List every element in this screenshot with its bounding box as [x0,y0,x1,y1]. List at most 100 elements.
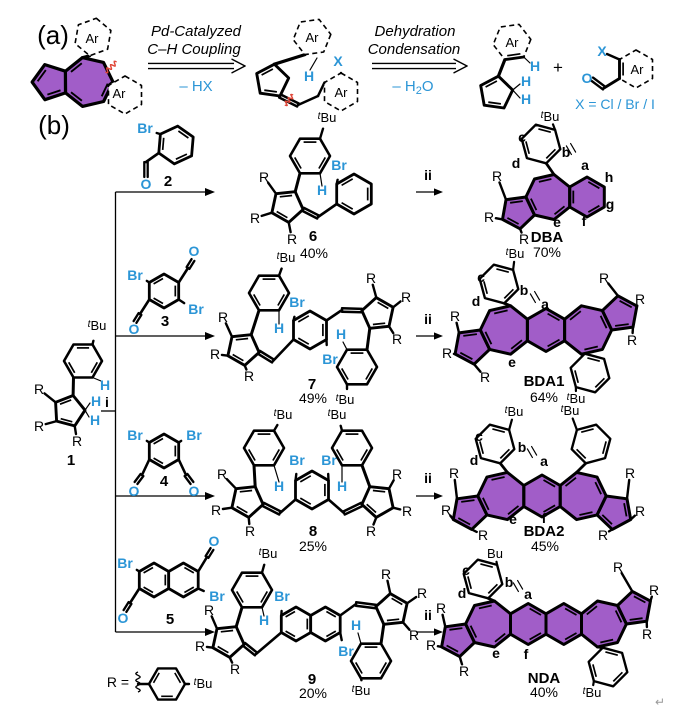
svg-text:H: H [317,182,327,198]
svg-text:25%: 25% [299,538,327,554]
svg-text:Pd-Catalyzed: Pd-Catalyzed [151,23,242,40]
svg-text:R: R [599,270,609,286]
svg-text:C–H Coupling: C–H Coupling [147,41,241,58]
svg-text:R: R [627,332,637,348]
svg-text:X: X [333,53,343,69]
svg-text:ii: ii [424,607,432,623]
svg-text:Br: Br [322,351,338,367]
svg-text:Br: Br [188,301,204,317]
svg-text:Condensation: Condensation [368,41,461,58]
svg-text:R: R [635,503,645,519]
svg-text:H: H [259,612,269,628]
svg-text:R: R [245,523,255,539]
svg-text:R: R [217,466,227,482]
svg-text:Br: Br [289,452,305,468]
svg-text:Ar: Ar [113,86,127,101]
svg-text:i: i [105,394,109,410]
svg-text:R: R [381,566,391,582]
svg-text:c: c [477,269,485,285]
svg-text:6: 6 [309,228,317,245]
svg-text:Br: Br [127,427,143,443]
svg-text:3: 3 [161,313,169,330]
svg-text:64%: 64% [530,389,558,405]
svg-text:tBu: tBu [259,546,278,561]
svg-text:R: R [210,346,220,362]
svg-text:– HX: – HX [179,78,212,95]
svg-text:H: H [274,320,284,336]
svg-text:tBu: tBu [274,407,293,422]
svg-text:70%: 70% [533,244,561,260]
svg-text:H: H [304,68,314,84]
svg-text:R: R [259,169,269,185]
svg-text:R: R [519,231,529,247]
svg-text:R: R [409,627,419,643]
svg-text:O: O [129,321,140,337]
svg-text:(b): (b) [38,110,70,140]
svg-text:a: a [540,453,548,469]
svg-text:Br: Br [186,427,202,443]
svg-text:R: R [287,231,297,247]
svg-text:Dehydration: Dehydration [375,23,456,40]
svg-text:a: a [524,586,532,602]
svg-text:1: 1 [67,452,75,469]
svg-text:R: R [218,309,228,325]
svg-text:20%: 20% [299,685,327,701]
svg-text:R: R [613,559,623,575]
svg-text:H: H [100,377,110,393]
svg-text:b: b [520,282,529,298]
svg-text:O: O [189,483,200,499]
svg-text:R: R [449,465,459,481]
svg-text:R: R [72,433,82,449]
svg-text:R: R [34,418,44,434]
svg-text:tBu: tBu [336,392,355,407]
svg-text:tBu: tBu [583,685,602,700]
svg-text:Ar: Ar [86,31,100,46]
svg-text:Br: Br [338,643,354,659]
svg-text:5: 5 [166,611,174,628]
svg-text:O: O [118,610,129,626]
svg-text:R: R [417,585,427,601]
svg-text:R: R [366,523,376,539]
svg-text:Ar: Ar [506,35,520,50]
svg-text:R: R [478,527,488,543]
svg-text:c: c [462,562,470,578]
svg-text:O: O [189,243,200,259]
svg-text:Ar: Ar [335,85,349,100]
svg-text:b: b [505,574,514,590]
svg-text:c: c [475,428,483,444]
svg-text:R: R [402,503,412,519]
svg-text:R: R [625,465,635,481]
svg-text:49%: 49% [299,390,327,406]
svg-text:R: R [366,270,376,286]
svg-text:Br: Br [274,588,290,604]
svg-text:tBu: tBu [505,404,524,419]
svg-text:4: 4 [160,473,169,490]
svg-text:H: H [91,393,101,409]
svg-text:tBu: tBu [194,676,213,691]
svg-text:g: g [606,196,615,212]
svg-text:e: e [492,645,500,661]
svg-text:O: O [129,483,140,499]
svg-text:BDA1: BDA1 [524,373,565,390]
svg-text:ii: ii [424,470,432,486]
svg-text:R: R [635,291,645,307]
svg-text:O: O [582,70,593,86]
svg-text:R: R [459,663,469,679]
svg-text:R: R [211,502,221,518]
svg-text:H: H [274,478,284,494]
svg-text:h: h [605,169,614,185]
svg-text:R: R [204,602,214,618]
svg-text:R: R [392,331,402,347]
svg-text:H: H [336,326,346,342]
svg-text:e: e [508,354,516,370]
svg-text:Bu: Bu [487,546,503,561]
svg-text:Ar: Ar [631,62,645,77]
svg-text:R =: R = [107,674,129,690]
svg-text:– H2O: – H2O [392,78,433,97]
svg-text:b: b [562,144,571,160]
svg-text:H: H [90,412,100,428]
svg-text:R: R [492,168,502,184]
svg-text:40%: 40% [530,684,558,700]
svg-text:40%: 40% [300,245,328,261]
svg-text:d: d [472,293,481,309]
